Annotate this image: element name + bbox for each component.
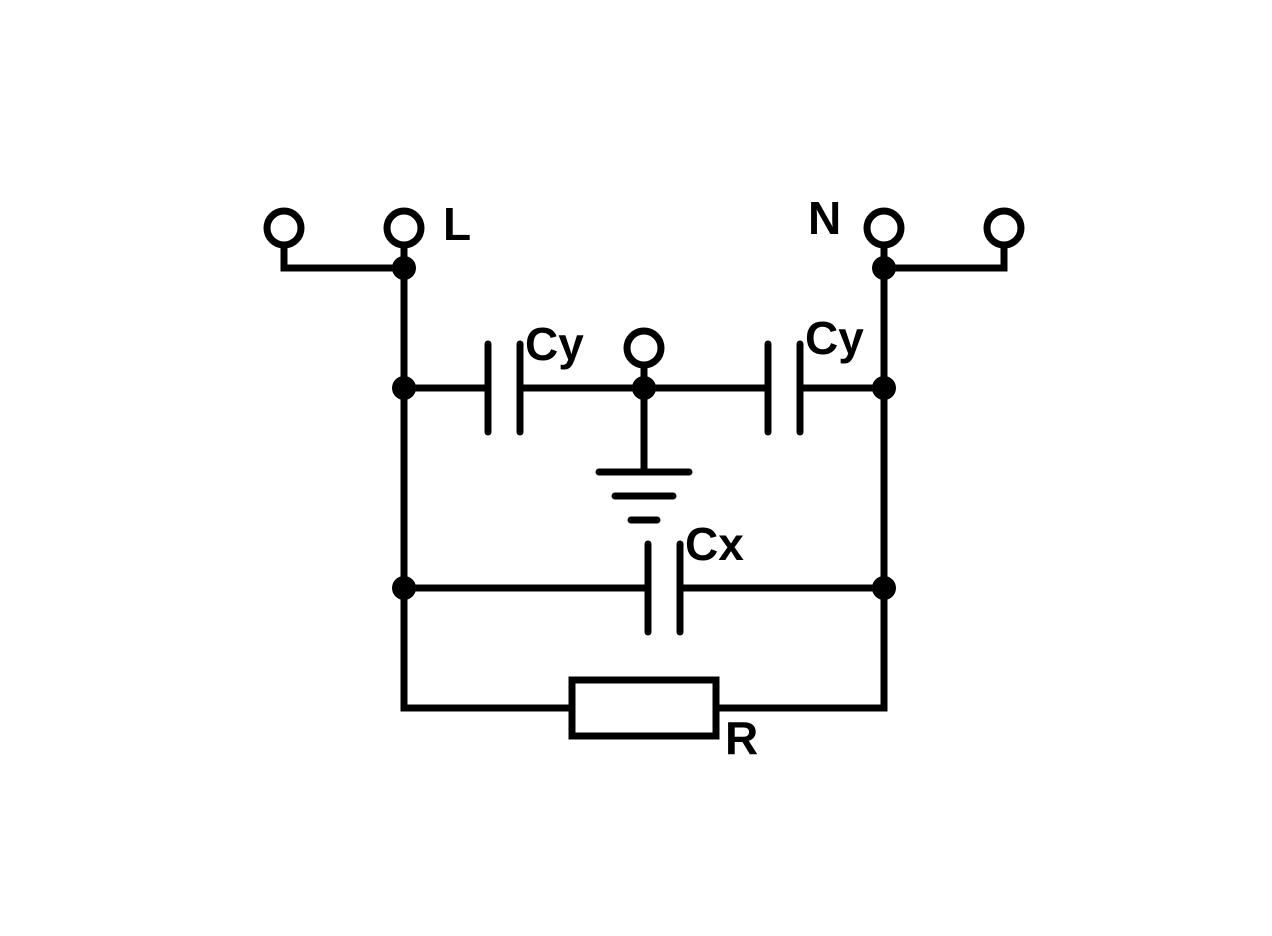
capacitor-cy-right — [764, 340, 804, 436]
wire-neutral-input-loop — [884, 248, 1008, 272]
junction-line-cx — [392, 576, 416, 600]
capacitor-cy-left — [484, 340, 524, 436]
label-line: L — [443, 198, 471, 250]
label-resistor: R — [725, 712, 758, 764]
junction-neutral-cy — [872, 376, 896, 400]
terminal-line — [383, 207, 425, 249]
terminal-neutral-out — [983, 207, 1025, 249]
terminal-earth — [623, 327, 665, 369]
resistor-r — [568, 676, 720, 740]
label-cy-left: Cy — [525, 318, 584, 370]
junction-earth — [632, 376, 656, 400]
junction-neutral-cx — [872, 576, 896, 600]
wire-neutral-rail-corner — [876, 700, 888, 712]
junction-neutral-top — [872, 256, 896, 280]
terminal-neutral — [863, 207, 905, 249]
junction-line-top — [392, 256, 416, 280]
junction-line-cy — [392, 376, 416, 400]
ground-symbol — [595, 468, 693, 524]
wire-line-input-loop — [280, 248, 404, 272]
label-neutral: N — [808, 192, 841, 244]
wire-line-rail-corner — [400, 700, 412, 712]
label-cx: Cx — [685, 518, 744, 570]
capacitor-cx — [644, 540, 684, 636]
terminal-line-out — [263, 207, 305, 249]
label-cy-right: Cy — [805, 312, 864, 364]
